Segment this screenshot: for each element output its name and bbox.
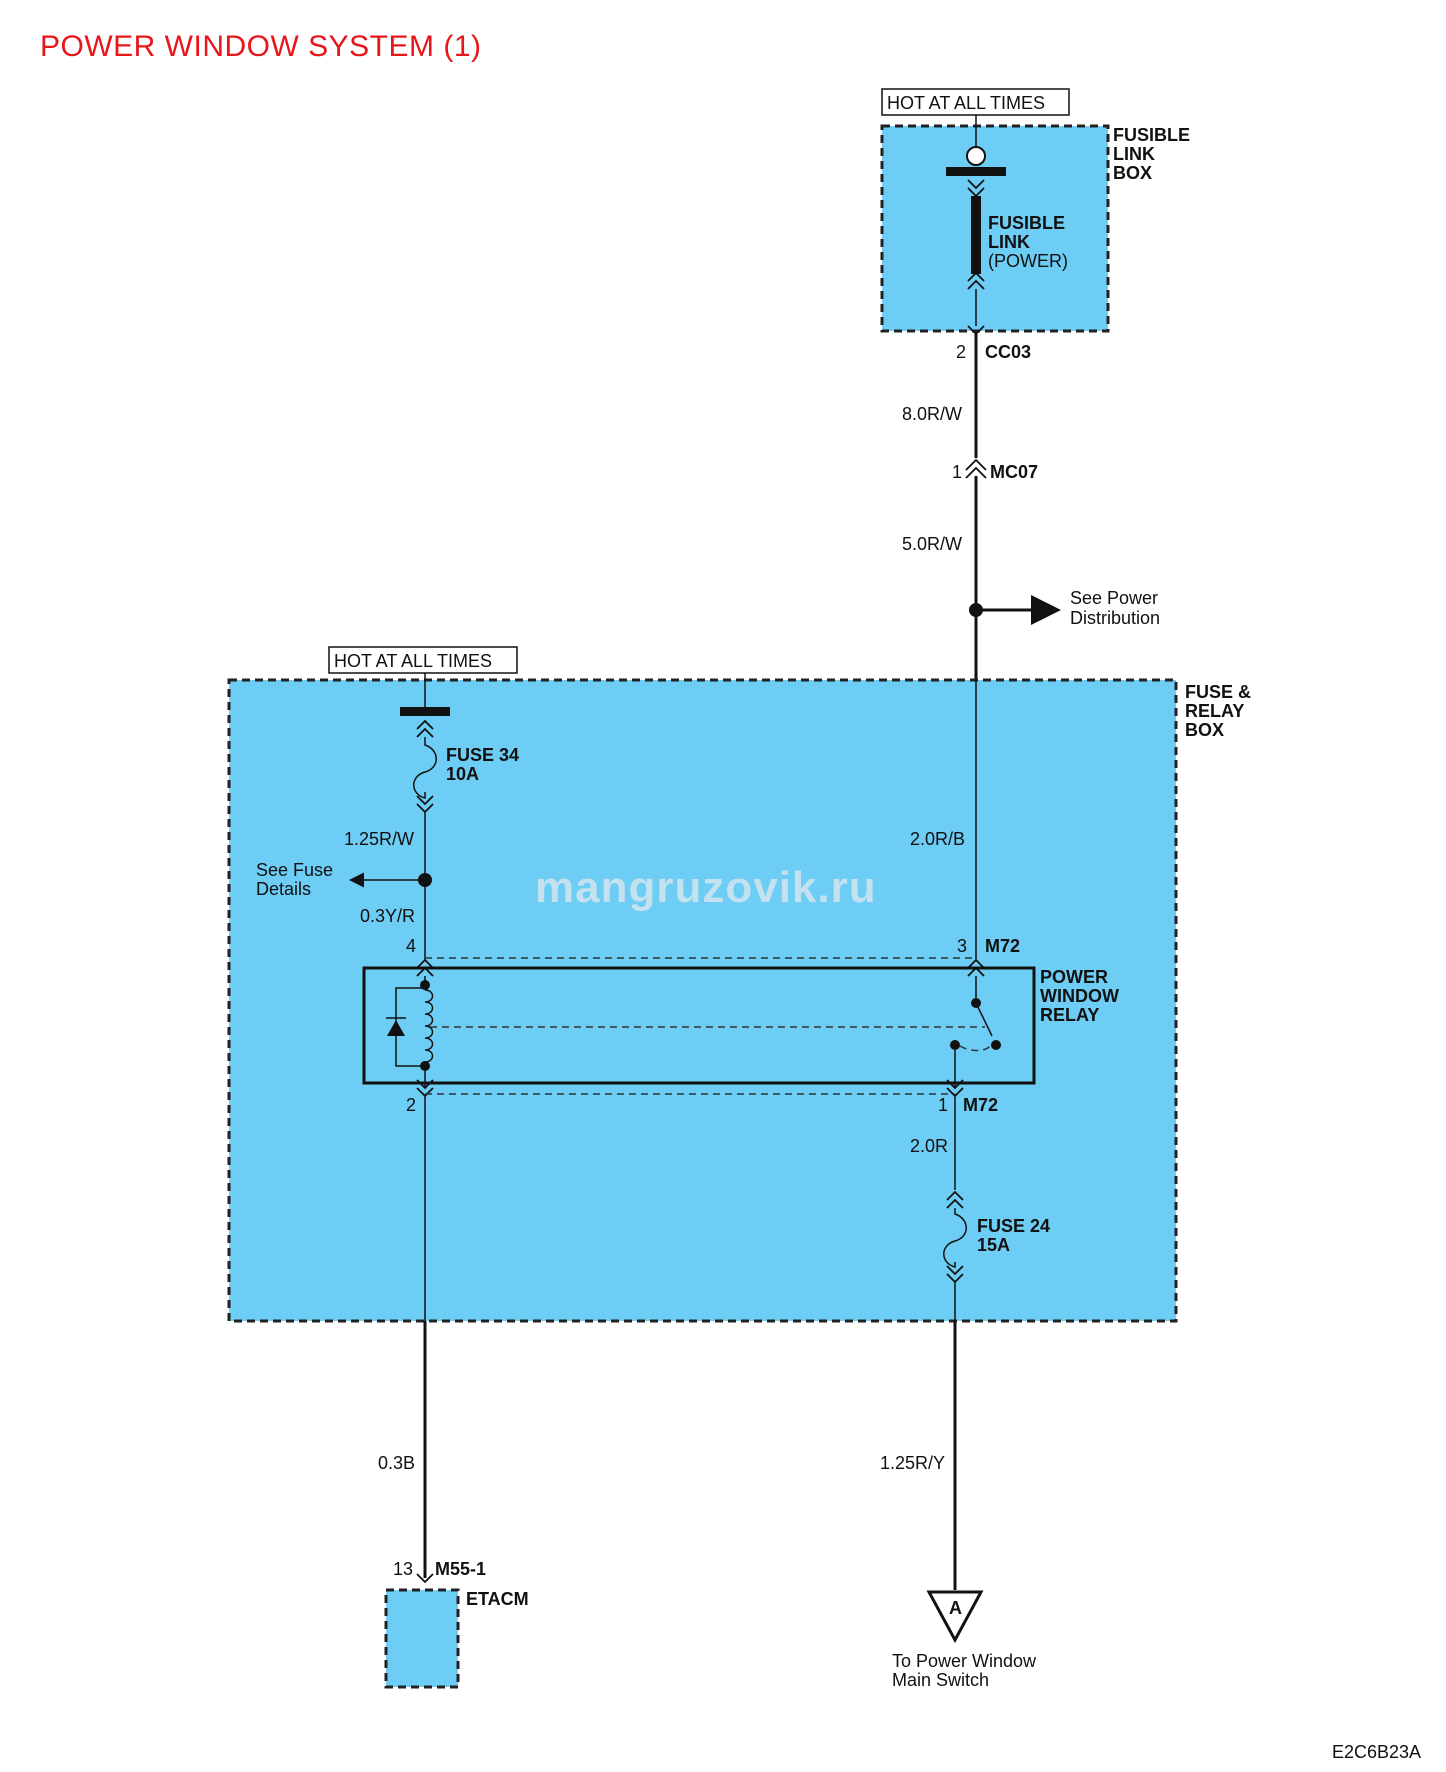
fuse-relay-box-label-3: BOX	[1185, 720, 1224, 740]
connector-chevron-icon	[967, 958, 985, 969]
fusible-link-box-label-3: BOX	[1113, 163, 1152, 183]
hot-at-all-times-tag-left	[328, 646, 518, 674]
connector-chevron-icon	[946, 1190, 964, 1201]
fusible-link-box-label-2: LINK	[1113, 144, 1155, 164]
connector-chevron-icon	[416, 958, 434, 969]
relay-switch-blade	[975, 1002, 993, 1037]
connector-chevron-icon	[967, 271, 985, 282]
supply-label-left: HOT AT ALL TIMES	[334, 651, 492, 671]
diode-icon	[387, 1020, 405, 1036]
relay-label-2: WINDOW	[1040, 986, 1119, 1006]
supply-label-top: HOT AT ALL TIMES	[887, 93, 1045, 113]
see-power-distribution-1: See Power	[1070, 588, 1158, 608]
connector-chevron-icon	[416, 1573, 434, 1584]
wire-label-8-0rw: 8.0R/W	[902, 404, 962, 424]
switch-link-dash	[959, 1045, 991, 1052]
fuse-relay-box-label-2: RELAY	[1185, 701, 1244, 721]
cc03-pin-number: 2	[956, 342, 966, 362]
destination-label-1: To Power Window	[892, 1651, 1037, 1671]
connector-chevron-icon	[946, 1198, 964, 1209]
busbar-left	[400, 707, 450, 716]
relay-label-1: POWER	[1040, 967, 1108, 987]
fuse-relay-box: FUSE & RELAY BOX mangruzovik.ru HOT AT A…	[227, 646, 1251, 1323]
wire-label-2-0rb: 2.0R/B	[910, 829, 965, 849]
connection-point-triangle-icon	[926, 1590, 984, 1644]
see-power-distribution-2: Distribution	[1070, 608, 1160, 628]
see-fuse-details-1: See Fuse	[256, 860, 333, 880]
relay-pin-2: 2	[406, 1095, 416, 1115]
connector-chevron-icon	[416, 1079, 434, 1090]
relay-pin-4: 4	[406, 936, 416, 956]
page-title: POWER WINDOW SYSTEM (1)	[40, 30, 482, 63]
fuse-24-rating: 15A	[977, 1235, 1010, 1255]
connector-chevron-icon	[967, 179, 985, 190]
wire-label-1-25ry: 1.25R/Y	[880, 1453, 945, 1473]
busbar-top	[946, 167, 1006, 176]
fuse-24-icon	[943, 1208, 967, 1268]
relay-pin-3: 3	[957, 936, 967, 956]
etacm-module	[384, 1588, 460, 1689]
connector-chevron-icon	[967, 279, 985, 290]
fusible-link-icon	[971, 196, 981, 274]
m72-connector-bottom: M72	[963, 1095, 998, 1115]
etacm-label: ETACM	[466, 1589, 529, 1609]
main-feed: 8.0R/W 1 MC07 5.0R/W See Power Distribut…	[902, 334, 1160, 680]
fusible-link-label-1: FUSIBLE	[988, 213, 1065, 233]
fuse-34-icon	[413, 737, 437, 799]
wire-label-5-0rw: 5.0R/W	[902, 534, 962, 554]
connector-chevron-icon	[416, 719, 434, 730]
wire-label-1-25rw: 1.25R/W	[344, 829, 414, 849]
see-fuse-details-2: Details	[256, 879, 311, 899]
switch-contact-no	[991, 1040, 1001, 1050]
fuse-24-label: FUSE 24	[977, 1216, 1050, 1236]
mc07-pin-number: 1	[952, 462, 962, 482]
terminal-circle-icon	[966, 146, 986, 166]
connector-chevron-icon	[946, 1265, 964, 1276]
fusible-link-box: HOT AT ALL TIMES FUSIBLE LINK BOX FUSIBL…	[880, 88, 1190, 362]
cc03-connector-label: CC03	[985, 342, 1031, 362]
fusible-link-label-3: (POWER)	[988, 251, 1068, 271]
wire-label-0-3yr: 0.3Y/R	[360, 906, 415, 926]
output-path: 1.25R/Y A To Power Window Main Switch	[880, 1321, 1037, 1690]
fusible-link-box-area	[880, 124, 1110, 333]
fuse-34-label: FUSE 34	[446, 745, 519, 765]
connector-chevron-icon	[946, 1079, 964, 1090]
fuse-34-rating: 10A	[446, 764, 479, 784]
wire-label-2-0r: 2.0R	[910, 1136, 948, 1156]
m55-1-connector-label: M55-1	[435, 1559, 486, 1579]
relay-pin-1: 1	[938, 1095, 948, 1115]
power-window-relay	[362, 966, 1036, 1085]
etacm-path: 0.3B 13 M55-1 ETACM	[378, 1321, 529, 1689]
etacm-pin-number: 13	[393, 1559, 413, 1579]
hot-at-all-times-tag-top	[881, 88, 1070, 116]
m72-connector-top: M72	[985, 936, 1020, 956]
connector-chevron-icon	[965, 458, 987, 471]
fusible-link-box-label-1: FUSIBLE	[1113, 125, 1190, 145]
connector-chevron-icon	[416, 727, 434, 738]
connection-point-label: A	[949, 1598, 962, 1618]
fuse-relay-box-label-1: FUSE &	[1185, 682, 1251, 702]
destination-label-2: Main Switch	[892, 1670, 989, 1690]
mc07-connector-label: MC07	[990, 462, 1038, 482]
fuse-relay-box-area	[227, 678, 1178, 1323]
figure-code: E2C6B23A	[1332, 1742, 1421, 1762]
wire-label-0-3b: 0.3B	[378, 1453, 415, 1473]
connector-chevron-icon	[965, 466, 987, 479]
relay-label-3: RELAY	[1040, 1005, 1099, 1025]
watermark: mangruzovik.ru	[535, 863, 877, 912]
relay-coil-icon	[424, 989, 434, 1063]
switch-contact-out	[950, 1040, 960, 1050]
fusible-link-label-2: LINK	[988, 232, 1030, 252]
connector-chevron-icon	[416, 795, 434, 806]
